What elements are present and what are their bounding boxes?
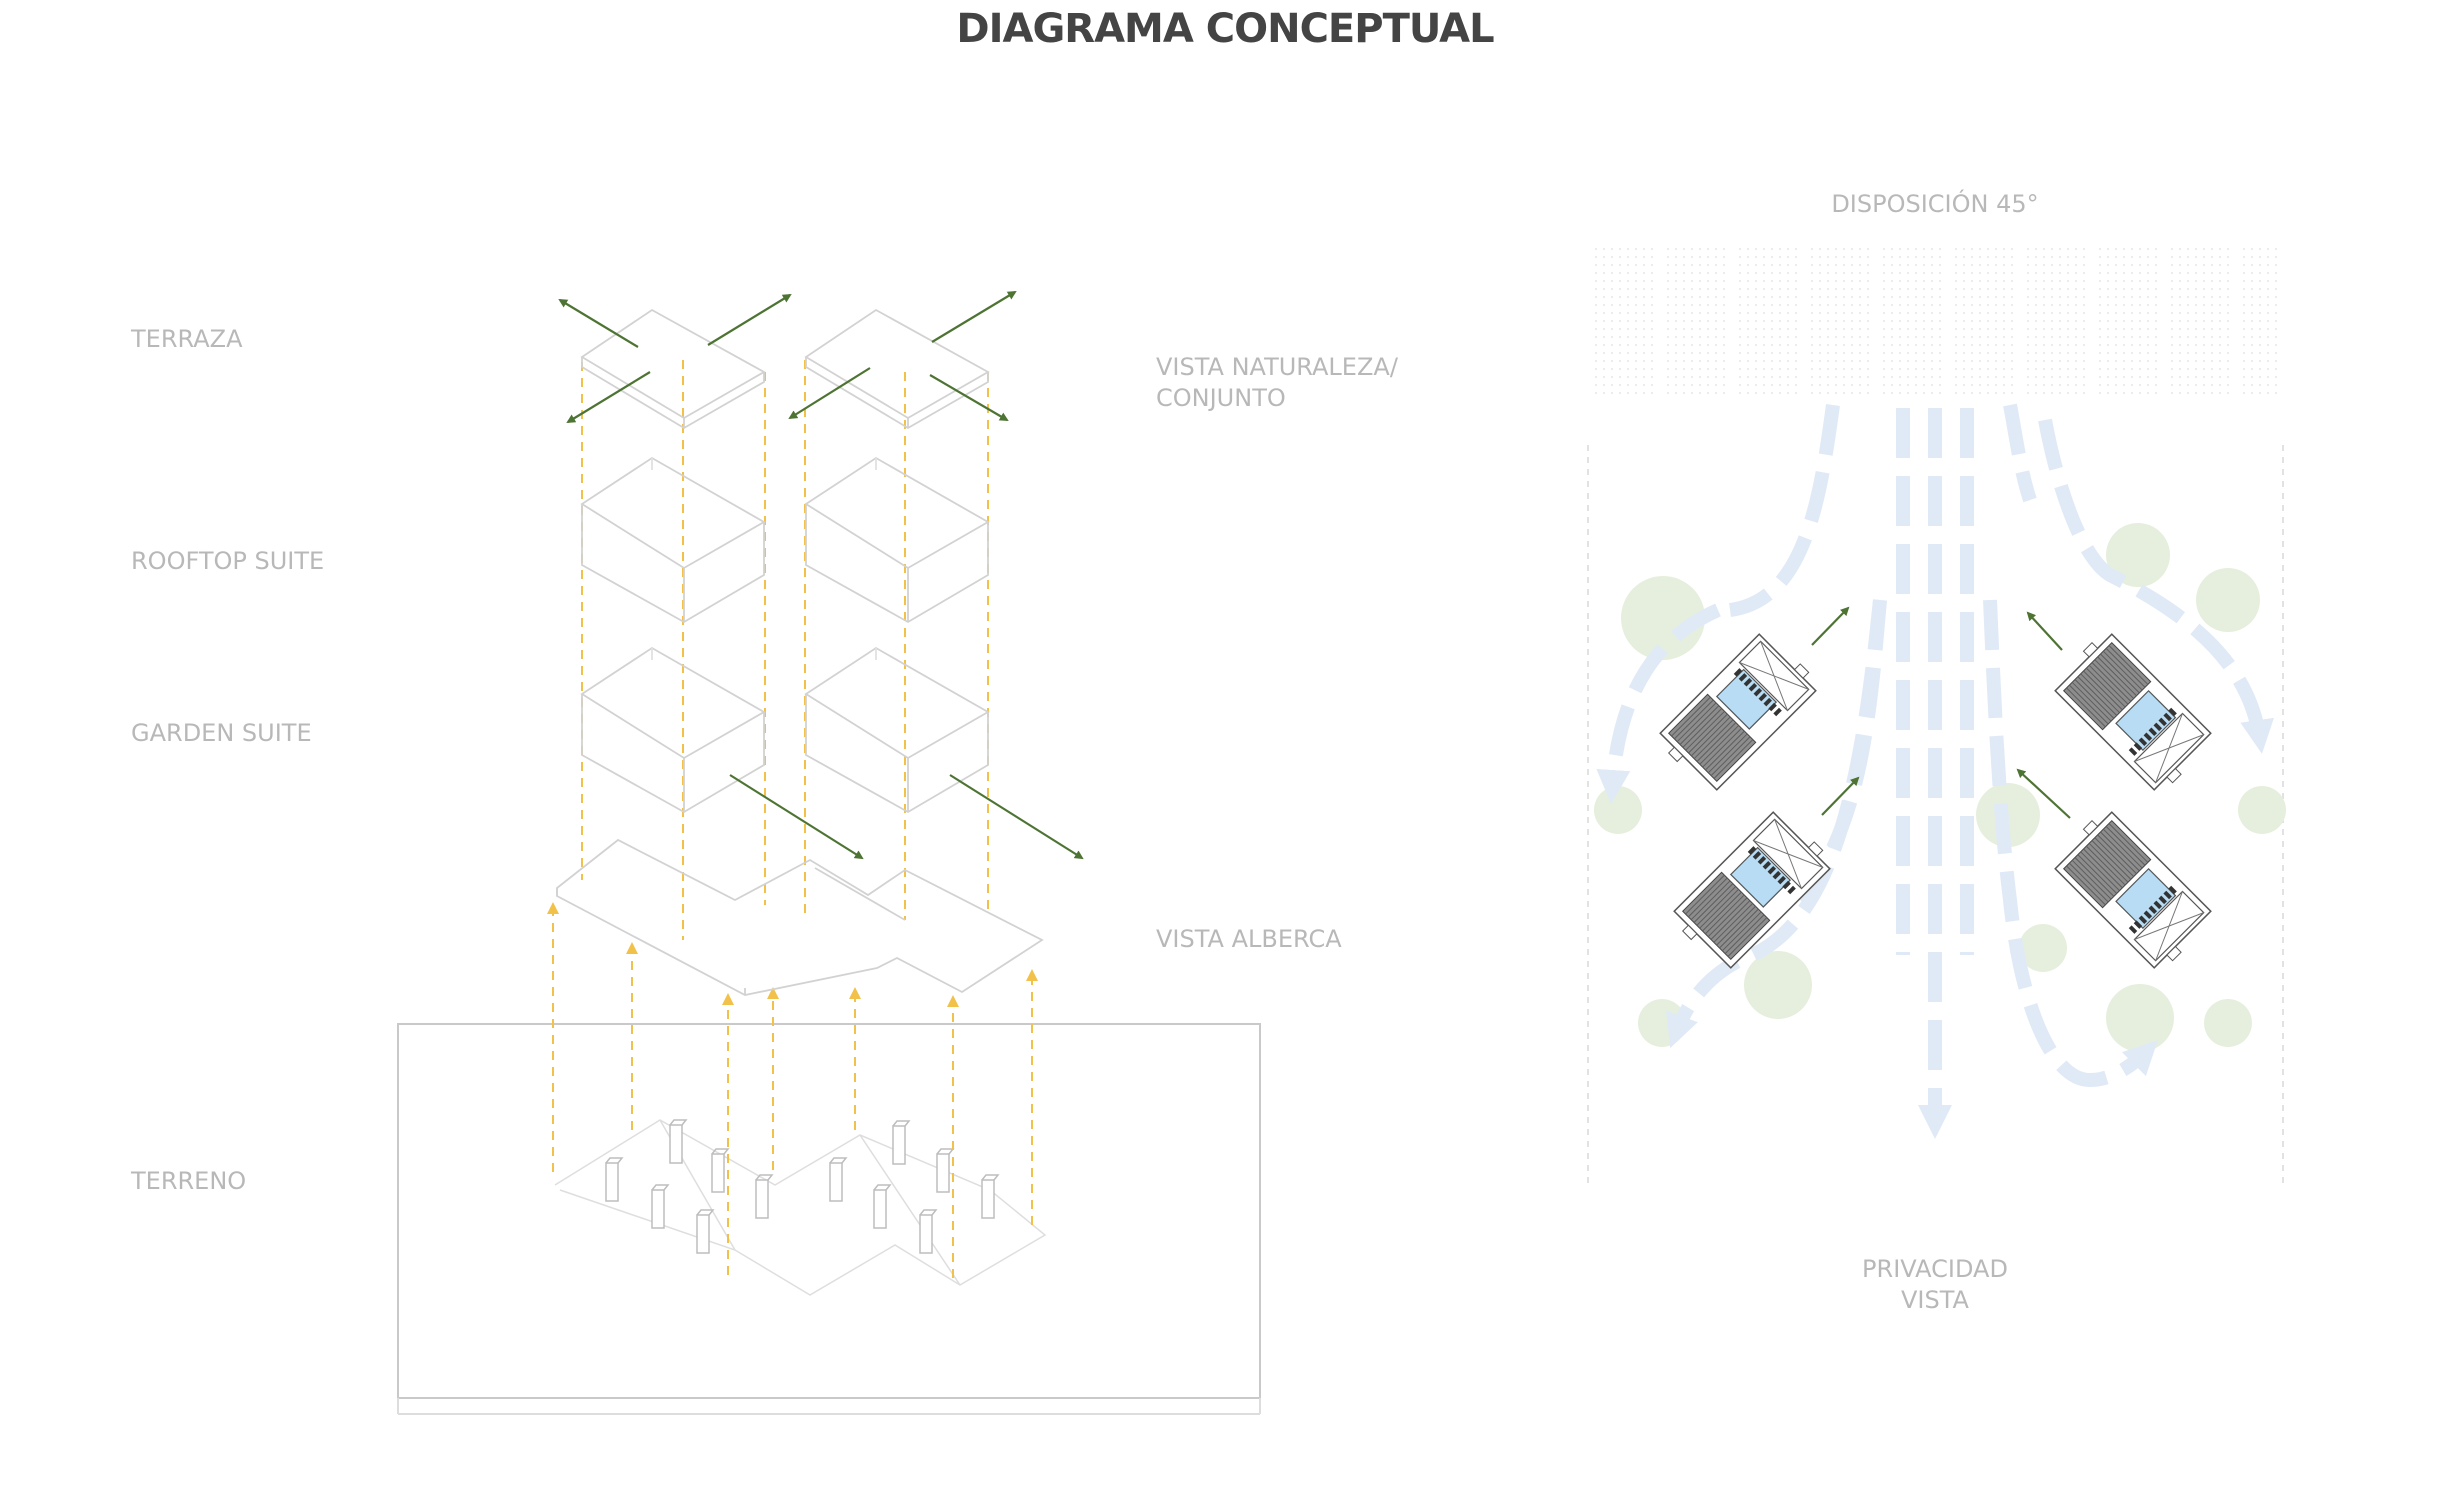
terrain-frame bbox=[398, 1024, 1260, 1414]
label-disposicion: DISPOSICIÓN 45° bbox=[1785, 189, 2085, 220]
label-terraza: TERRAZA bbox=[131, 324, 242, 355]
label-privacidad-vista: PRIVACIDAD VISTA bbox=[1785, 1254, 2085, 1316]
house-plan bbox=[2050, 807, 2217, 974]
house-plan bbox=[2050, 629, 2217, 796]
label-vista-naturaleza-line1: VISTA NATURALEZA/ bbox=[1156, 352, 1398, 383]
label-rooftop-suite: ROOFTOP SUITE bbox=[131, 546, 324, 577]
label-garden-suite: GARDEN SUITE bbox=[131, 718, 312, 749]
label-privacidad: PRIVACIDAD bbox=[1785, 1254, 2085, 1285]
label-terreno: TERRENO bbox=[131, 1166, 246, 1197]
terrain-footprint bbox=[555, 1120, 1045, 1295]
label-vista-naturaleza-line2: CONJUNTO bbox=[1156, 383, 1398, 414]
pool-deck bbox=[557, 840, 1042, 995]
tower-left bbox=[582, 310, 764, 812]
tower-right bbox=[806, 310, 988, 812]
guide-lines bbox=[553, 360, 1032, 1278]
columns bbox=[606, 1120, 998, 1253]
label-vista-naturaleza: VISTA NATURALEZA/ CONJUNTO bbox=[1156, 352, 1398, 414]
dot-grid bbox=[1595, 248, 2277, 394]
label-vista: VISTA bbox=[1785, 1285, 2085, 1316]
label-vista-alberca: VISTA ALBERCA bbox=[1156, 924, 1342, 955]
